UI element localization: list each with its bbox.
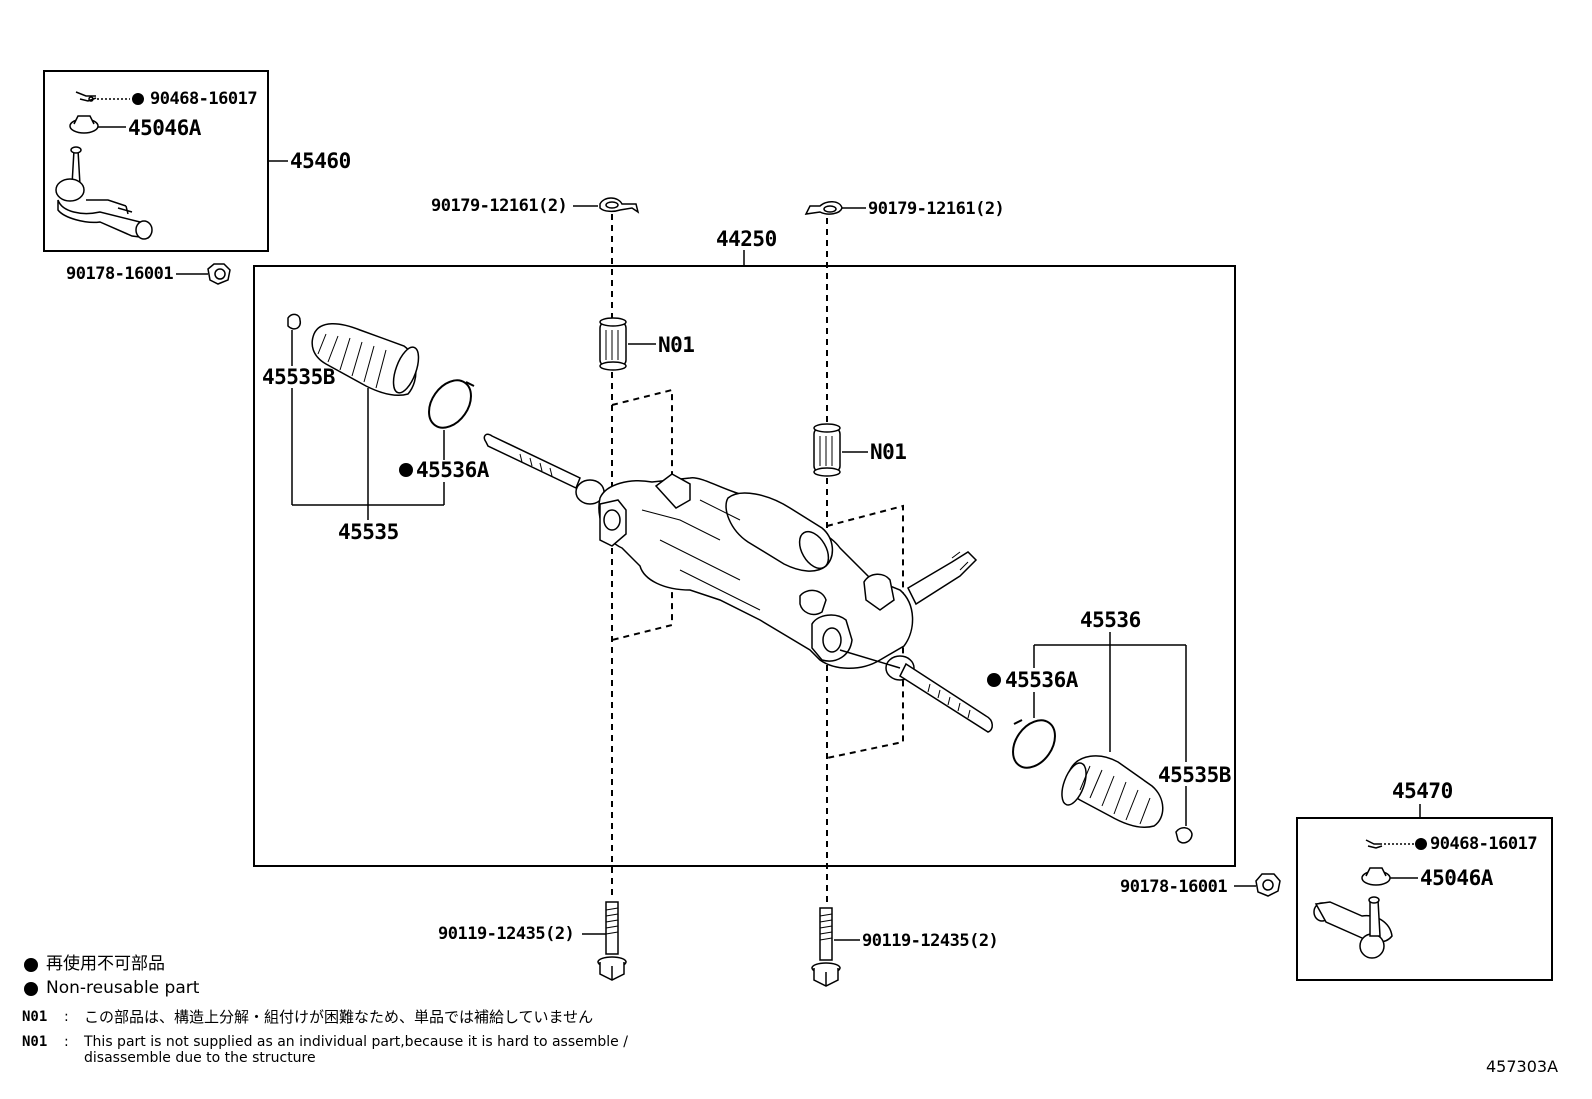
cotter-pin-left (75, 91, 130, 102)
clip-left (599, 197, 640, 214)
note-colon-en: : (64, 1034, 69, 1050)
tie-rod-end-left-label: 45460 (290, 149, 351, 173)
bolt-right-label: 90119-12435(2) (862, 931, 999, 951)
tie-rod-end-right-label: 45470 (1392, 779, 1453, 803)
bush-upper (599, 317, 627, 371)
tie-rod-end-right (1313, 896, 1393, 959)
castle-nut-right (1361, 867, 1418, 886)
castle-nut-left (69, 115, 126, 134)
bolt-right (811, 907, 841, 987)
note-en-line1: This part is not supplied as an individu… (84, 1034, 628, 1050)
boot-left (311, 323, 420, 397)
lock-nut-left (207, 263, 231, 285)
bolt-left (597, 901, 627, 981)
clip-right-label: 90179-12161(2) (868, 199, 1005, 219)
gear-assembly-label: 44250 (716, 227, 777, 251)
clip-boot-left-label: 45535B (262, 365, 335, 389)
lock-nut-right (1255, 873, 1281, 897)
boot-clamp-left (428, 379, 475, 429)
boot-clamp-right (1012, 719, 1056, 769)
steering-rack (483, 433, 993, 733)
boot-clamp-right-label: 45536A (1005, 668, 1078, 692)
bush-lower-label: N01 (870, 440, 907, 464)
boot-right (1061, 755, 1164, 828)
legend-nonreusable-en: Non-reusable part (46, 978, 200, 998)
bush-lower (813, 423, 841, 477)
note-key-en: N01 (22, 1034, 48, 1050)
boot-clamp-left-label: 45536A (416, 458, 489, 482)
bush-upper-label: N01 (658, 333, 695, 357)
clip-boot-right (1175, 827, 1193, 844)
boot-set-right-bracket (1033, 632, 1187, 826)
clip-boot-right-label: 45535B (1158, 763, 1231, 787)
lock-nut-right-label: 90178-16001 (1120, 877, 1228, 897)
castle-nut-right-label: 45046A (1420, 866, 1493, 890)
castle-nut-left-label: 45046A (128, 116, 201, 140)
figure-code: 457303A (1486, 1057, 1559, 1076)
tie-rod-end-right-box (1296, 817, 1553, 981)
note-colon-jp: : (64, 1009, 69, 1025)
clip-right (804, 201, 843, 215)
tie-rod-end-left (55, 146, 153, 240)
note-en-line2: disassemble due to the structure (84, 1050, 316, 1066)
lock-nut-left-label: 90178-16001 (66, 264, 174, 284)
clip-boot-left (287, 313, 302, 330)
cotter-pin-left-label: 90468-16017 (150, 89, 258, 109)
clip-left-label: 90179-12161(2) (431, 196, 568, 216)
note-jp: この部品は、構造上分解・組付けが困難なため、単品では補給していません (84, 1008, 594, 1026)
boot-set-right-label: 45536 (1080, 608, 1141, 632)
cotter-pin-right (1365, 839, 1414, 849)
note-key-jp: N01 (22, 1009, 48, 1025)
cotter-pin-right-label: 90468-16017 (1430, 834, 1538, 854)
boot-set-left-label: 45535 (338, 520, 399, 544)
legend-nonreusable-jp: 再使用不可部品 (46, 954, 165, 974)
bolt-left-label: 90119-12435(2) (438, 924, 575, 944)
boot-set-left-bracket (291, 330, 445, 520)
